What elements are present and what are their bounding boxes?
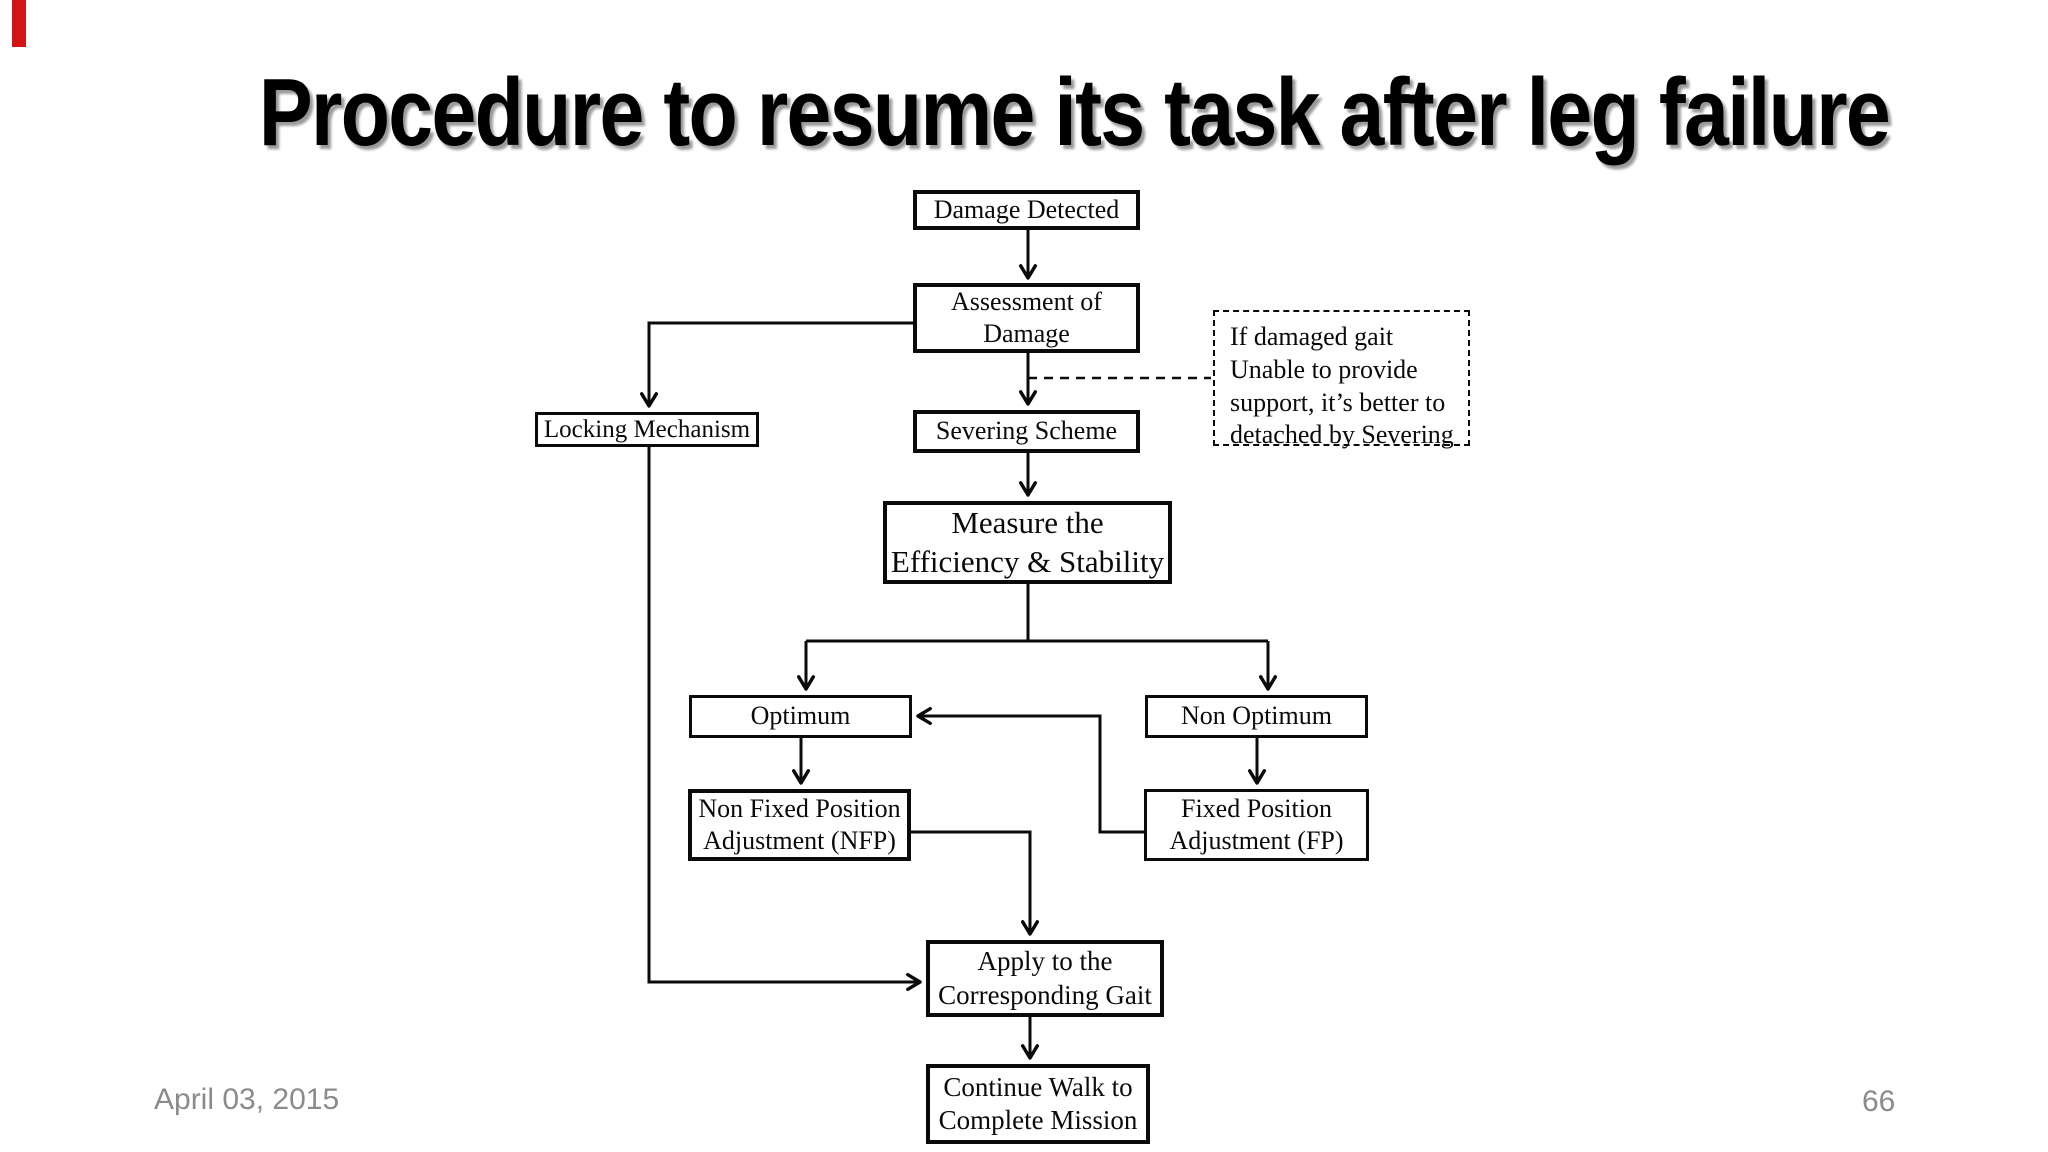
flow-node-continue-label: Continue Walk to Complete Mission xyxy=(938,1071,1138,1135)
flow-node-damage-detected-label: Damage Detected xyxy=(933,194,1120,224)
edge-locking-to-apply xyxy=(647,447,922,992)
flow-node-optimum: Optimum xyxy=(689,695,912,738)
flow-note-severing-annotation: If damaged gait Unable to provide suppor… xyxy=(1213,310,1470,449)
flow-node-measure-label: Measure the Efficiency & Stability xyxy=(890,505,1165,579)
edge-fp-to-optimum xyxy=(916,706,1144,834)
flow-node-fp-label: Fixed Position Adjustment (FP) xyxy=(1169,793,1344,855)
flow-node-severing-scheme: Severing Scheme xyxy=(913,410,1140,453)
flow-node-optimum-label: Optimum xyxy=(750,701,851,731)
flow-node-severing-label: Severing Scheme xyxy=(935,416,1118,446)
flow-node-nfp-label: Non Fixed Position Adjustment (NFP) xyxy=(698,793,901,855)
flow-node-apply-label: Apply to the Corresponding Gait xyxy=(938,946,1152,1010)
footer-page-number: 66 xyxy=(1862,1085,1896,1118)
flow-node-non-fixed-position-adjustment: Non Fixed Position Adjustment (NFP) xyxy=(688,789,911,861)
slide-title: Procedure to resume its task after leg f… xyxy=(258,59,1891,166)
flow-node-continue-walk: Continue Walk to Complete Mission xyxy=(926,1064,1150,1144)
flow-node-apply-corresponding-gait: Apply to the Corresponding Gait xyxy=(926,940,1164,1017)
flow-node-non-optimum: Non Optimum xyxy=(1145,695,1368,738)
edge-nfp-to-apply xyxy=(911,830,1040,936)
footer-date: April 03, 2015 xyxy=(154,1083,340,1116)
flow-note-severing-annotation-label: If damaged gait Unable to provide suppor… xyxy=(1230,322,1454,450)
flow-node-locking-label: Locking Mechanism xyxy=(543,416,751,443)
flow-node-locking-mechanism: Locking Mechanism xyxy=(535,412,759,447)
flow-node-damage-detected: Damage Detected xyxy=(913,190,1140,230)
flow-node-measure-efficiency-stability: Measure the Efficiency & Stability xyxy=(883,501,1172,584)
flow-node-assessment-of-damage: Assessment of Damage xyxy=(913,283,1140,353)
red-accent-bar xyxy=(12,0,26,47)
flow-node-assessment-label: Assessment of Damage xyxy=(951,286,1102,348)
flow-node-fixed-position-adjustment: Fixed Position Adjustment (FP) xyxy=(1144,789,1369,861)
edge-assessment-to-locking xyxy=(639,321,913,408)
flow-node-non-optimum-label: Non Optimum xyxy=(1181,701,1332,731)
